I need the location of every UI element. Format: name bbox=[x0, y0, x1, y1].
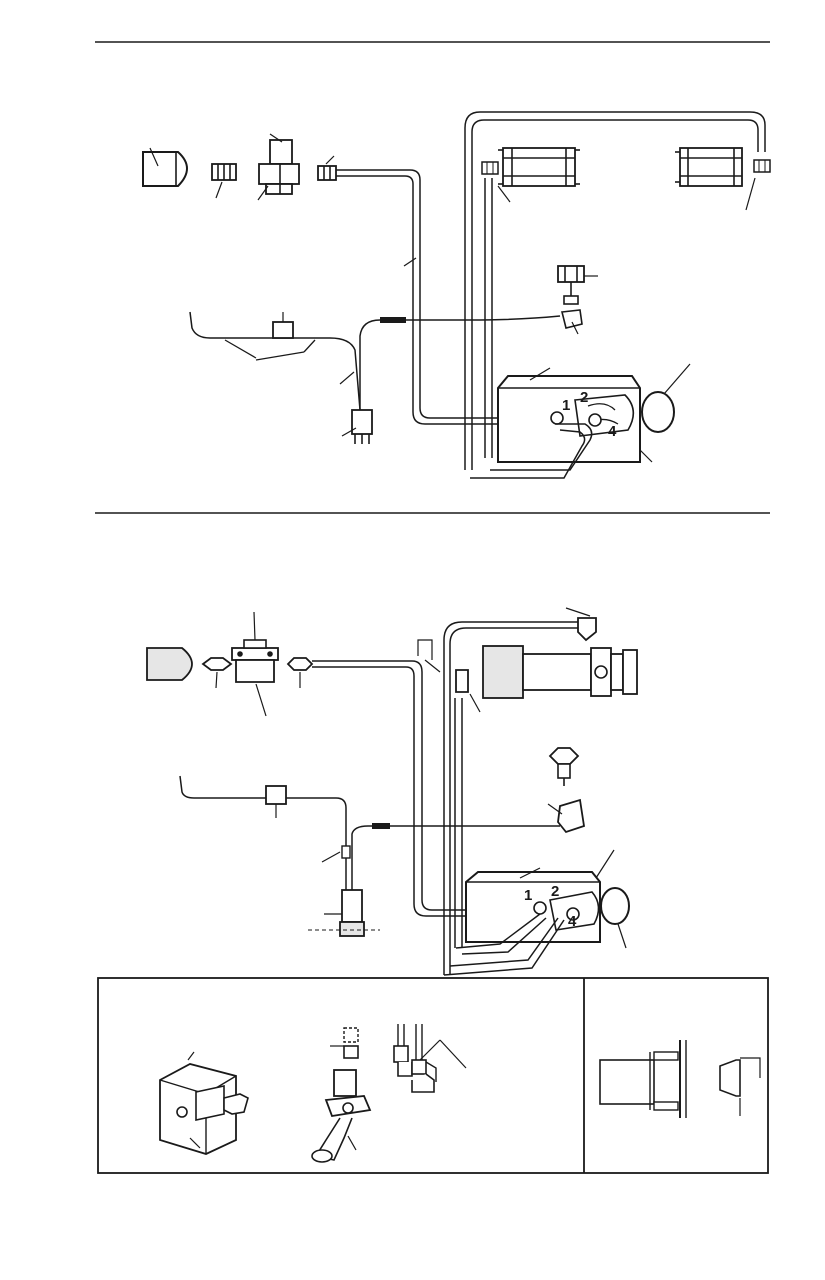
mount-plate-detail bbox=[599, 1040, 761, 1118]
gauge-valve-2 bbox=[547, 747, 586, 834]
harness-2 bbox=[179, 775, 560, 937]
harness-1 bbox=[189, 311, 561, 444]
nipple-fitting-2 bbox=[201, 657, 233, 689]
hose-fitting-2 bbox=[286, 657, 314, 688]
reservoir-tank-1 bbox=[142, 147, 188, 187]
detail-panel bbox=[97, 977, 769, 1174]
return-line-1 bbox=[464, 111, 766, 470]
port-label-2-b: 2 bbox=[551, 883, 559, 900]
reservoir-tank-2 bbox=[146, 647, 193, 681]
diagram-2: 1 2 4 bbox=[146, 607, 638, 976]
valve-assembly-detail bbox=[311, 1027, 372, 1163]
cylinder-left-1 bbox=[481, 147, 580, 203]
port-label-4-b: 4 bbox=[568, 913, 577, 930]
port-label-1-b: 1 bbox=[524, 887, 532, 904]
hydraulic-cylinder-2 bbox=[482, 645, 638, 699]
bracket-switch-detail bbox=[159, 1051, 249, 1155]
port-label-2: 2 bbox=[580, 389, 588, 406]
elbow-fittings-detail bbox=[393, 1024, 467, 1093]
suction-line-1 bbox=[336, 169, 555, 419]
suction-line-2 bbox=[312, 660, 540, 911]
pump-block-1: 1 2 4 bbox=[470, 363, 691, 479]
diagram-1: 1 2 4 bbox=[142, 111, 771, 479]
strainer-1 bbox=[257, 133, 300, 201]
port-label-4: 4 bbox=[608, 423, 617, 440]
port-label-1: 1 bbox=[562, 397, 570, 414]
pump-block-2: 1 2 4 bbox=[443, 849, 630, 976]
strainer-2 bbox=[231, 611, 279, 717]
gauge-valve-1 bbox=[557, 265, 598, 335]
return-line-2 bbox=[443, 621, 580, 975]
hose-fitting-1 bbox=[317, 155, 337, 181]
nipple-fitting-1 bbox=[211, 163, 237, 199]
cylinder-right-1 bbox=[675, 147, 771, 211]
